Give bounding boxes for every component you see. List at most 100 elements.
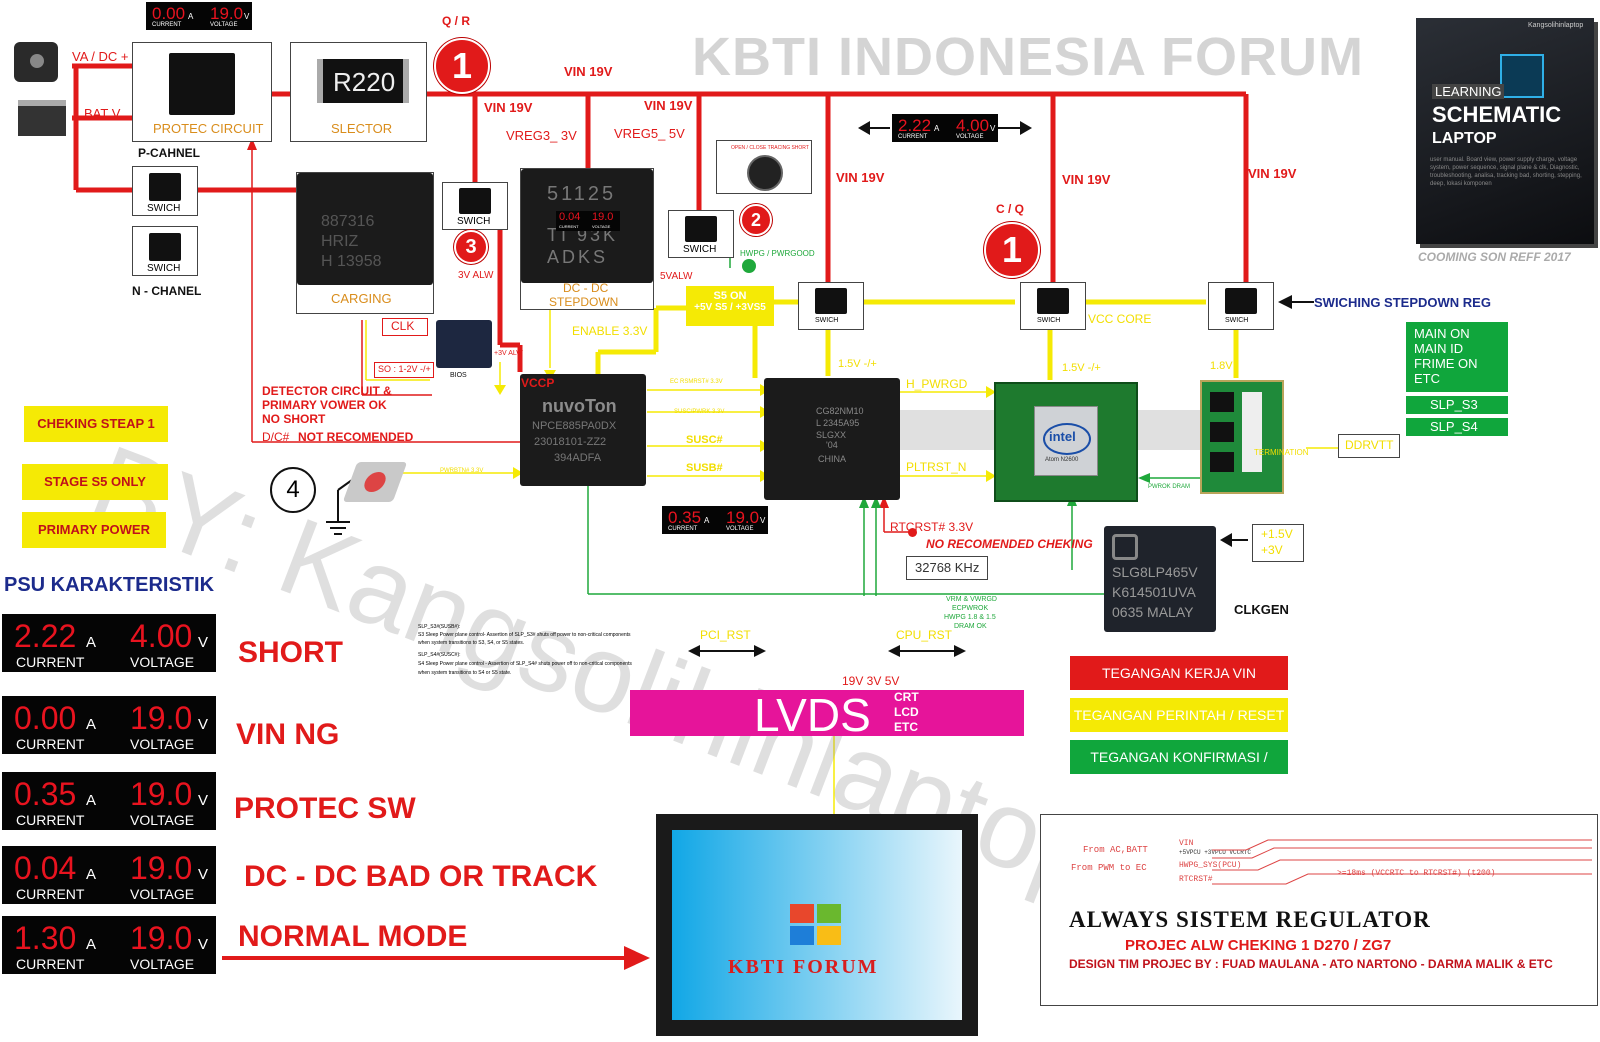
- inductor-icon: [747, 155, 783, 191]
- psu-voltage-value: 19.0: [130, 700, 193, 736]
- clk-rails-box: +1.5V +3V: [1252, 524, 1304, 562]
- stepdown-label: STEPDOWN: [549, 295, 619, 309]
- pch-chip: CG82NM10 L 2345A95 SLGXX '04 CHINA: [764, 378, 900, 500]
- ec-ic-text: 394ADFA: [554, 452, 602, 464]
- p-channel-swich: SWICH: [132, 166, 198, 216]
- book-cover: Kangsolihinlaptop LEARNING SCHEMATIC LAP…: [1416, 18, 1594, 244]
- ram-chip: [1210, 422, 1234, 442]
- lvds-label: LVDS: [754, 689, 871, 741]
- thin-yellow-lines: [365, 310, 1340, 815]
- meter-label: VOLTAGE: [726, 526, 754, 532]
- psu-voltage-value: 19.0: [130, 776, 193, 812]
- marker-circle-4-text: 4: [286, 476, 300, 503]
- book-desc: user manual. Board view, power supply ch…: [1430, 157, 1582, 187]
- legend-vin: TEGANGAN KERJA VIN: [1070, 656, 1288, 690]
- timing-rtcrst: RTCRST#: [1179, 875, 1213, 884]
- psu-label: VOLTAGE: [130, 736, 195, 752]
- vin-lines: [72, 63, 1249, 372]
- mosfet-icon: [685, 216, 717, 242]
- mosfet-icon: [1037, 288, 1069, 314]
- bios-label: BIOS: [450, 372, 467, 379]
- kbti-forum-label: KBTI FORUM: [728, 956, 879, 978]
- book-caption: COOMING SON REFF 2017: [1418, 250, 1571, 264]
- psu-current-value: 2.22: [14, 618, 77, 654]
- vreg5-label: VREG5_ 5V: [614, 126, 685, 141]
- slp-s3-label: SLP_S3: [1430, 397, 1478, 412]
- marker-circle-2: 2: [740, 204, 772, 236]
- rtcrst-label: RTCRST# 3.3V: [890, 520, 974, 534]
- main-id-label: MAIN ID: [1414, 341, 1464, 356]
- meter-unit: A: [704, 516, 710, 525]
- ec-nuvoton-chip: nuvoTon NPCE885PA0DX 23018101-ZZ2 394ADF…: [520, 374, 646, 486]
- no-recomended-label: NO RECOMENDED CHEKING: [926, 537, 1093, 551]
- lcd-label: LCD: [894, 705, 919, 719]
- psu-label: CURRENT: [16, 654, 85, 670]
- marker-circle-4: 4: [270, 467, 316, 513]
- main-on-label: MAIN ON: [1414, 326, 1470, 341]
- h-pwrgd-label: H_PWRGD: [906, 377, 968, 391]
- vin19-label: VIN 19V: [1248, 166, 1297, 181]
- protec-ic: [169, 53, 235, 115]
- cheking-steap-badge: CHEKING STEAP 1: [24, 406, 168, 442]
- timing-sub: PROJEC ALW CHEKING 1 D270 / ZG7: [1125, 937, 1392, 954]
- psu-meter-short: 2.22 A 4.00 V CURRENT VOLTAGE: [2, 614, 216, 672]
- swich-3v: SWICH: [442, 182, 508, 230]
- protec-circuit-label: PROTEC CIRCUIT: [153, 121, 264, 136]
- pch-text: '04: [826, 440, 838, 450]
- psu-label: VOLTAGE: [130, 812, 195, 828]
- swich-ddr: SWICH: [1208, 282, 1274, 330]
- psu-meter-vin-ng: 0.00 A 19.0 V CURRENT VOLTAGE: [2, 696, 216, 754]
- vin19-label: VIN 19V: [1062, 172, 1111, 187]
- open-close-box: OPEN / CLOSE TRACING SHORT: [716, 140, 812, 194]
- monitor-screen: KBTI FORUM: [672, 830, 962, 1020]
- meter-unit: A: [188, 12, 194, 21]
- carging-label: CARGING: [331, 291, 392, 306]
- psu-label: VOLTAGE: [130, 654, 195, 670]
- book-schematic: SCHEMATIC: [1432, 102, 1562, 127]
- r220-label: R220: [333, 67, 396, 97]
- meter-label: CURRENT: [898, 134, 928, 140]
- meter-label: CURRENT: [559, 224, 579, 229]
- clkgen-label: CLKGEN: [1234, 602, 1289, 617]
- valw5-label: 5VALW: [660, 271, 693, 282]
- frime-on-label: FRIME ON: [1414, 356, 1478, 371]
- ec-ic-text: NPCE885PA0DX: [532, 420, 617, 432]
- ddrvtt-box: DDRVTT: [1338, 434, 1400, 458]
- meter-current-value: 0.04: [559, 211, 581, 223]
- book-author: Kangsolihinlaptop: [1528, 22, 1584, 29]
- slp-s4-label: SLP_S4: [1430, 419, 1478, 434]
- battery-connector-icon: [18, 100, 66, 136]
- psu-label: CURRENT: [16, 812, 85, 828]
- vin19-label: VIN 19V: [484, 100, 533, 115]
- vrm-line4: DRAM OK: [954, 623, 987, 630]
- psu-meter-dcdc: 0.04 A 19.0 V CURRENT VOLTAGE: [2, 846, 216, 904]
- psu-unit: A: [86, 716, 97, 733]
- r220-resistor: R220: [317, 59, 409, 103]
- psu-unit: V: [198, 792, 209, 809]
- lvds-bar: LVDS CRT LCD ETC: [630, 689, 1024, 741]
- psu-unit: V: [198, 634, 209, 651]
- bios-chip: BIOS: [436, 320, 492, 379]
- slp-s3-box: SLP_S3: [1406, 396, 1508, 414]
- selector-label: SLECTOR: [331, 121, 393, 136]
- p-cahnel-label: P-CAHNEL: [138, 146, 200, 160]
- mosfet-icon: [459, 188, 491, 214]
- cpu-circuit-icon: [1500, 54, 1544, 98]
- hwpg-label: HWPG / PWRGOOD: [740, 249, 815, 258]
- power-button-cap: [361, 472, 389, 492]
- susc-label: SUSC#: [686, 434, 723, 446]
- dc-jack-hole-icon: [30, 54, 44, 68]
- slp-s3-heading: SLP_S3#(SUSB#):: [418, 624, 461, 630]
- clk-rail-label: +1.5V: [1261, 527, 1293, 541]
- crystal-label: 32768 KHz: [915, 560, 980, 575]
- va-dc-label: VA / DC +: [72, 49, 129, 64]
- ec-ic-text: 23018101-ZZ2: [534, 436, 607, 448]
- hwpg-dot: [742, 259, 756, 273]
- vin19-label: VIN 19V: [836, 170, 885, 185]
- main-etc-label: ETC: [1414, 371, 1440, 386]
- so-label: SO : 1-2V -/+: [378, 364, 431, 374]
- meter-label: VOLTAGE: [210, 22, 238, 28]
- clk-label: CLK: [391, 319, 415, 333]
- psu-unit: V: [198, 866, 209, 883]
- charging-ic: 887316 HRIZ H 13958: [297, 173, 433, 285]
